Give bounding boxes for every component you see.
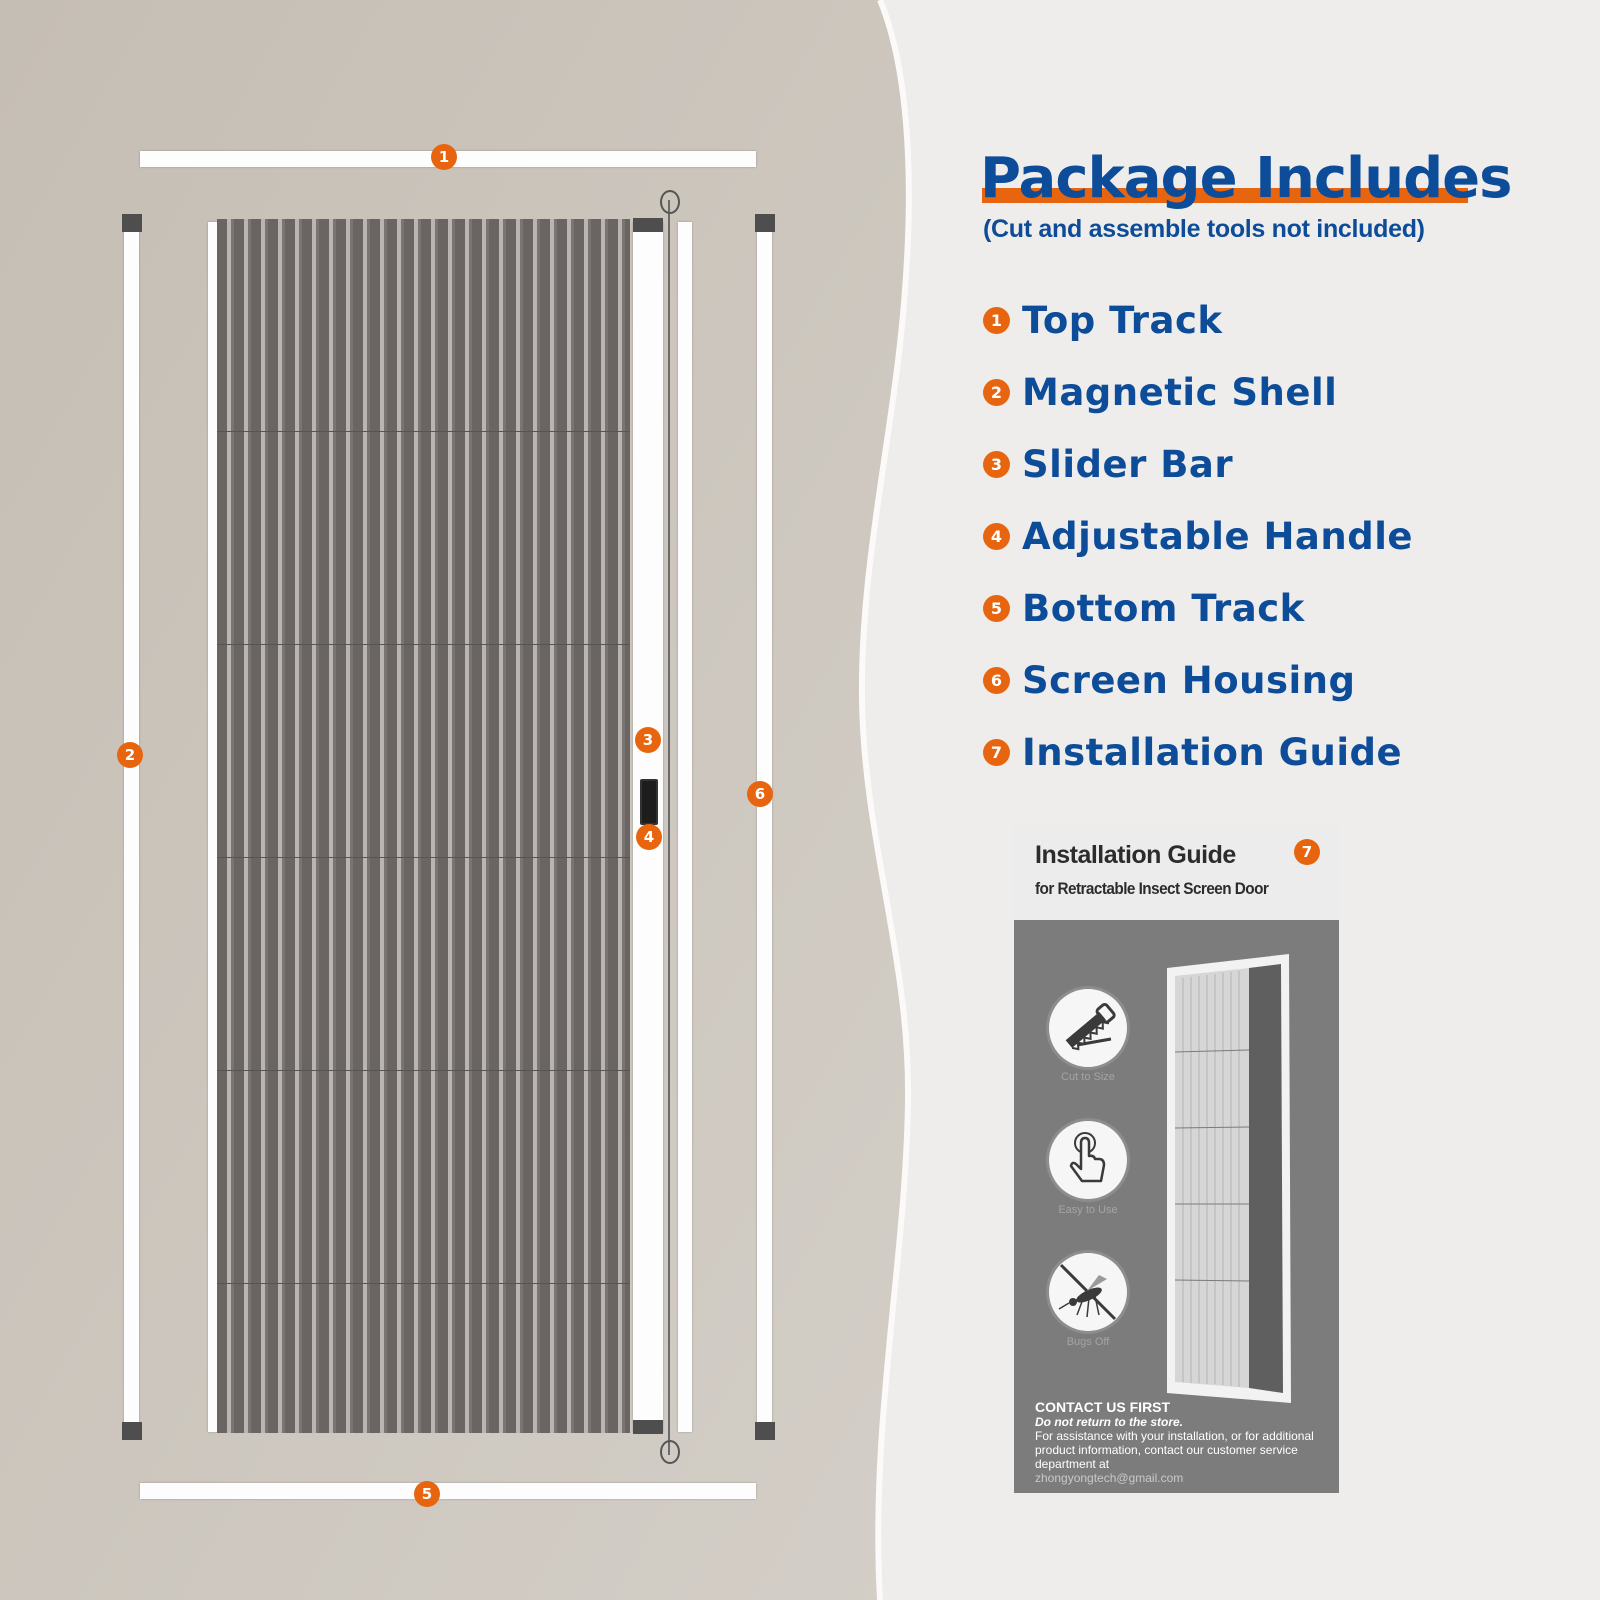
list-item-screen-housing: 6 Screen Housing [983,658,1356,702]
list-label: Top Track [1022,298,1223,342]
list-item-adjustable-handle: 4 Adjustable Handle [983,514,1414,558]
guide-header [1014,823,1339,920]
magnetic-shell-top-cap [122,214,142,232]
guide-title: Installation Guide [1035,841,1236,869]
marker-2: 2 [117,742,143,768]
contact-block: CONTACT US FIRST Do not return to the st… [1035,1399,1325,1485]
list-number: 2 [983,378,1010,406]
list-item-slider-bar: 3 Slider Bar [983,442,1234,486]
bottom-track [140,1483,756,1499]
page-subtitle: (Cut and assemble tools not included) [983,215,1425,243]
marker-5: 5 [414,1481,440,1507]
pleated-mesh [217,219,630,1433]
marker-1: 1 [431,144,457,170]
marker-7: 7 [1294,839,1320,865]
list-number: 7 [983,738,1010,766]
marker-6: 6 [747,781,773,807]
list-label: Bottom Track [1022,586,1305,630]
saw-icon [1049,989,1127,1067]
feature-label-cut: Cut to Size [1061,1071,1115,1083]
list-label: Slider Bar [1022,442,1234,486]
installation-guide-booklet: Installation Guide for Retractable Insec… [1014,823,1339,1493]
door-illustration [1167,954,1291,1403]
contact-note: Do not return to the store. [1035,1415,1183,1429]
contact-email: zhongyongtech@gmail.com [1035,1471,1184,1485]
list-item-installation-guide: 7 Installation Guide [983,730,1403,774]
list-number: 5 [983,594,1010,622]
screen-housing [757,230,772,1425]
list-number: 6 [983,666,1010,694]
list-label: Screen Housing [1022,658,1356,702]
hand-pointer-icon [1049,1121,1127,1199]
list-number: 1 [983,306,1010,334]
adjustable-handle [640,779,658,825]
marker-3: 3 [635,727,661,753]
list-item-bottom-track: 5 Bottom Track [983,586,1305,630]
contact-heading: CONTACT US FIRST [1035,1399,1171,1415]
list-label: Magnetic Shell [1022,370,1338,414]
magnetic-shell [124,230,139,1425]
list-label: Adjustable Handle [1022,514,1414,558]
pull-cord-loop-top [660,190,680,214]
list-label: Installation Guide [1022,730,1403,774]
guide-subtitle: for Retractable Insect Screen Door [1035,879,1269,898]
pull-cord [668,200,670,1455]
list-item-top-track: 1 Top Track [983,298,1223,342]
list-number: 3 [983,450,1010,478]
screen-housing-top-cap [755,214,775,232]
screen-housing-bottom-cap [755,1422,775,1440]
list-number: 4 [983,522,1010,550]
screen-left-frame [208,222,218,1432]
mosquito-icon [1049,1253,1127,1331]
pull-cord-loop-bottom [660,1440,680,1464]
magnetic-shell-bottom-cap [122,1422,142,1440]
contact-text: For assistance with your installation, o… [1035,1429,1314,1471]
feature-label-easy: Easy to Use [1058,1204,1118,1216]
list-item-magnetic-shell: 2 Magnetic Shell [983,370,1338,414]
screen-channel [678,222,692,1432]
feature-label-bugs: Bugs Off [1066,1336,1110,1348]
page-title: Package Includes [980,146,1512,211]
slider-bar-top-cap [633,218,663,232]
marker-4: 4 [636,824,662,850]
title-underline [982,188,1468,203]
slider-bar-bottom-cap [633,1420,663,1434]
